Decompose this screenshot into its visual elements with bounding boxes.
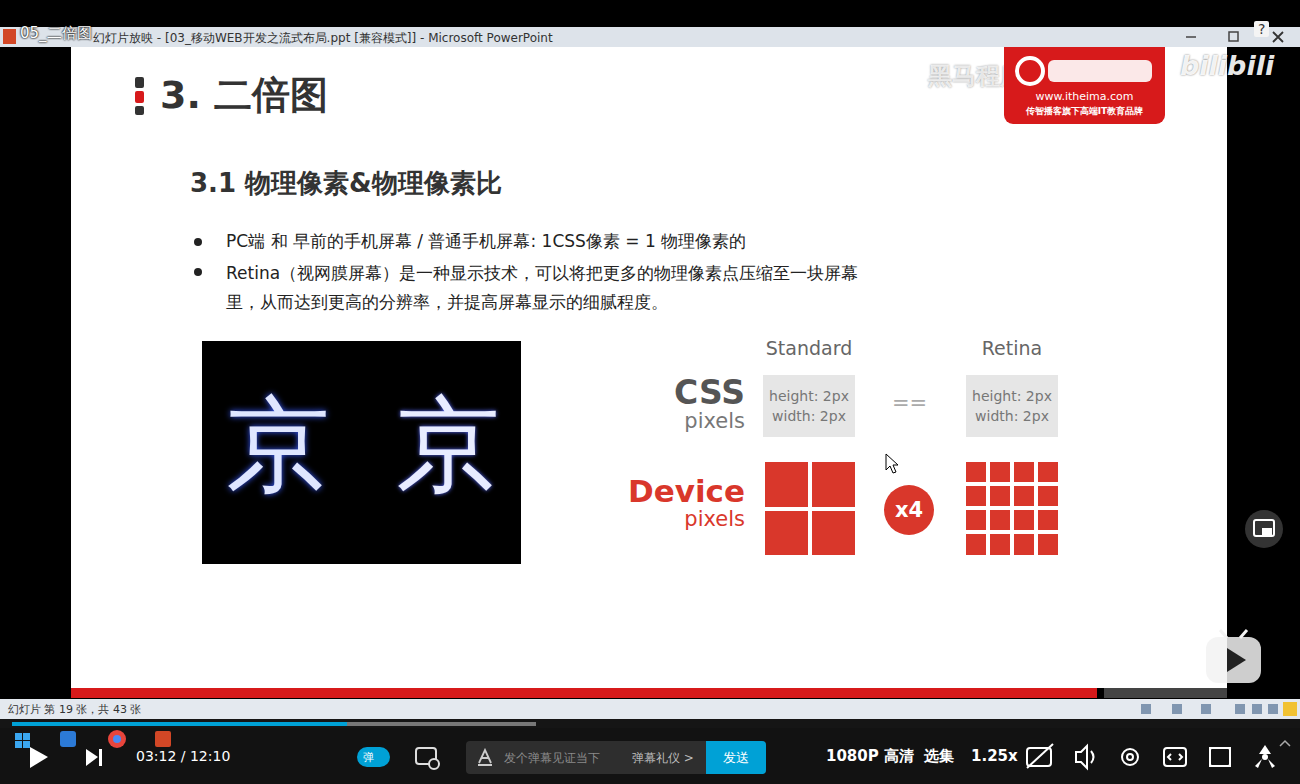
pixel-character: 京: [226, 388, 330, 502]
slide-title: 3. 二倍图: [160, 70, 328, 121]
css-pixel-box: height: 2px width: 2px: [966, 375, 1058, 437]
brand-logo: www.itheima.com传智播客旗下高端IT教育品牌: [1004, 47, 1165, 124]
node-text: www.itheima.com: [1035, 89, 1133, 104]
column-heading: Retina: [962, 337, 1062, 359]
slide-counter: 幻灯片 第 19 张，共 43 张: [8, 702, 141, 717]
node-text: 弹幕礼仪 >: [632, 750, 694, 767]
row-heading: CSS: [674, 373, 745, 412]
node-text: 传智播客旗下高端IT教育品牌: [1026, 104, 1144, 118]
column-heading: Standard: [759, 337, 859, 359]
time-display: 03:12 / 12:10: [136, 748, 230, 764]
bullet-text: PC端 和 早前的手机屏幕 / 普通手机屏幕: 1CSS像素 = 1 物理像素的: [226, 230, 746, 253]
node-text: 发个弹幕见证当下: [504, 750, 600, 767]
node-text: height: 2px width: 2px: [769, 386, 849, 426]
node-text: 发送: [723, 749, 749, 767]
node-text: height: 2px width: 2px: [972, 386, 1052, 426]
video-title: 05_二倍图: [20, 24, 92, 43]
send-button: 发送: [706, 741, 766, 774]
section-heading: 3.1 物理像素&物理像素比: [190, 166, 502, 201]
bullet-text: Retina（视网膜屏幕）是一种显示技术，可以将把更多的物理像素点压缩至一块屏幕…: [226, 259, 891, 317]
node-text: x4: [895, 498, 923, 522]
episodes-button: 选集: [924, 747, 954, 766]
equals-sign: ==: [892, 391, 927, 415]
font-icon: [476, 748, 494, 766]
css-pixel-box: height: 2px width: 2px: [763, 375, 855, 437]
row-subheading: pixels: [684, 409, 745, 433]
window-title: 幻灯片放映 - [03_移动WEB开发之流式布局.ppt [兼容模式]] - M…: [93, 30, 553, 47]
danmaku-input: 发个弹幕见证当下 弹幕礼仪 > 发送: [466, 741, 766, 774]
speed-button: 1.25x: [971, 747, 1018, 765]
help-button: ?: [1254, 21, 1269, 37]
pixel-character: 京: [396, 388, 500, 502]
multiplier-circle: x4: [884, 485, 934, 535]
row-heading: Device: [628, 473, 745, 509]
row-subheading: pixels: [684, 507, 745, 531]
platform-logo: bilibili: [1180, 50, 1274, 81]
quality-button: 1080P 高清: [826, 747, 914, 766]
logo-emblem: [1004, 51, 1165, 91]
danmaku-toggle: 弹: [363, 750, 374, 765]
